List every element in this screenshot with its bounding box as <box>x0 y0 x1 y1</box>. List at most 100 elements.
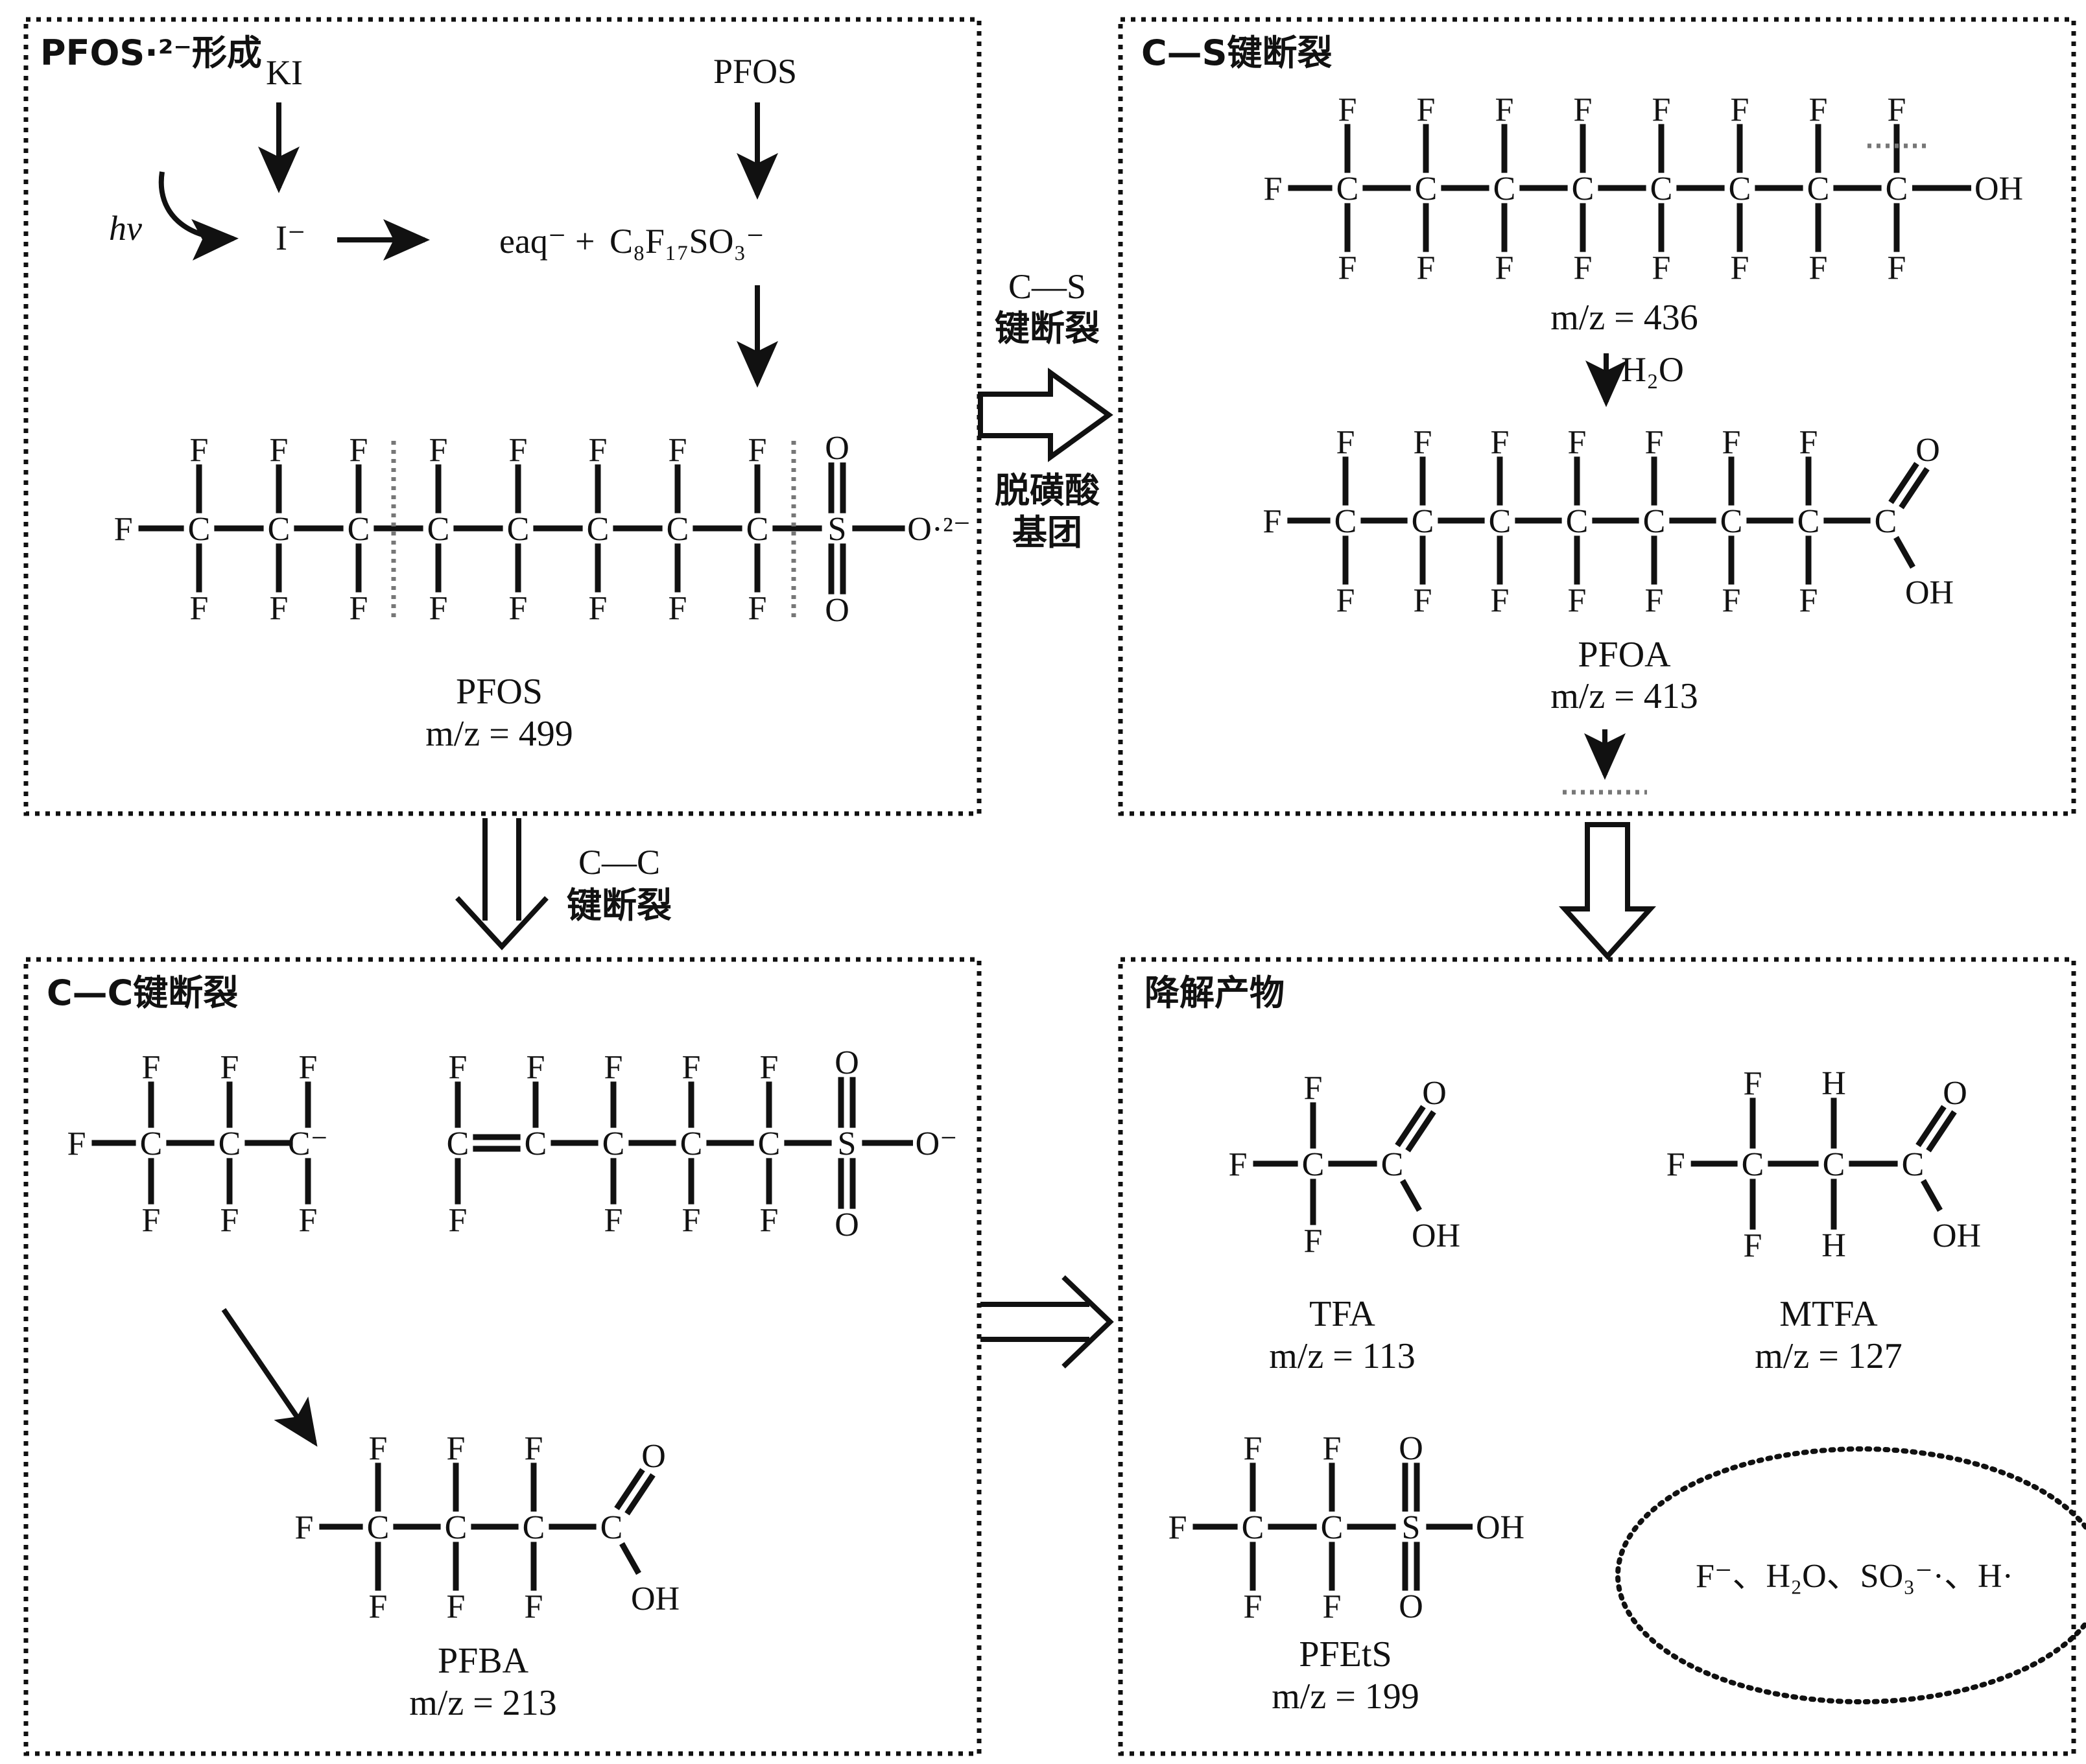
atom-f-terminal: F <box>1666 1146 1685 1183</box>
atom-c: C <box>1720 503 1743 540</box>
cc-arrow-label-1: C—C <box>578 843 660 882</box>
atom-f-top: F <box>604 1049 623 1086</box>
atom-f-bottom: F <box>449 1202 468 1239</box>
atom-f-top: F <box>350 432 368 469</box>
atom-c: C <box>1886 171 1908 207</box>
atom-f-bottom: F <box>682 1202 701 1239</box>
atom-c: C <box>587 511 610 548</box>
atom-f-top: F <box>1491 424 1510 461</box>
bond-c-oh <box>1400 1179 1422 1212</box>
atom-f-terminal: F <box>1262 503 1281 540</box>
atom-f-top: F <box>1417 91 1436 128</box>
pfos-name: PFOS <box>456 672 543 712</box>
atom-f-bottom: F <box>350 590 368 627</box>
atom-f-bottom: F <box>1645 582 1664 619</box>
atom-f-top: F <box>1888 91 1906 128</box>
panel-title-products: 降解产物 <box>1144 972 1285 1013</box>
bond-co-double <box>624 1473 656 1516</box>
atom-f-terminal: F <box>1264 171 1283 207</box>
atom-c: C <box>525 1125 547 1162</box>
tfa-mz: m/z = 113 <box>1269 1336 1415 1376</box>
arrow-to-pfba <box>221 1308 318 1447</box>
atom-f-bottom: F <box>429 590 448 627</box>
atom-f-top: F <box>220 1049 239 1086</box>
atom-f-bottom: F <box>220 1202 239 1239</box>
atom-o-top: O <box>835 1044 859 1081</box>
atom-f-terminal: F <box>67 1125 86 1162</box>
atom-c: C <box>1572 171 1594 207</box>
panel-products <box>1118 957 2076 1756</box>
atom-f-bottom: F <box>1799 582 1818 619</box>
atom-c: C <box>348 511 370 548</box>
h2o-label: H₂O <box>1621 350 1684 389</box>
atom-oh: OH <box>1974 171 2023 207</box>
pfets-name: PFEtS <box>1299 1634 1392 1675</box>
bond-c-oh <box>1893 535 1915 569</box>
bond-co-double <box>1395 1105 1426 1147</box>
atom-o-carbonyl: O <box>1915 432 1940 469</box>
atom-c: C <box>447 1125 469 1162</box>
pfets-mz: m/z = 199 <box>1272 1676 1419 1717</box>
atom-f-top: F <box>1799 424 1818 461</box>
atom-f-top: F <box>299 1049 318 1086</box>
atom-f-bottom: F <box>1722 582 1741 619</box>
atom-f-top: F <box>682 1049 701 1086</box>
atom-f-top: F <box>369 1430 388 1467</box>
panel-title-cc-cleavage: C—C键断裂 <box>47 972 238 1013</box>
double-arrow-right <box>980 1275 1114 1369</box>
pfoa-name: PFOA <box>1578 635 1671 675</box>
atom-h-bottom: H <box>1821 1227 1846 1264</box>
atom-oh: OH <box>1905 574 1954 611</box>
atom-c: C <box>1807 171 1830 207</box>
atom-f-bottom: F <box>1568 582 1587 619</box>
c7oh-mz: m/z = 436 <box>1550 298 1698 338</box>
atom-o-terminal: O⁻ <box>916 1125 958 1162</box>
atom-c: C <box>667 511 689 548</box>
atom-c: C <box>1643 503 1666 540</box>
bond-co-double <box>1915 1105 1947 1147</box>
atom-c: C <box>188 511 211 548</box>
atom-c: C <box>1489 503 1511 540</box>
pfba-mz: m/z = 213 <box>409 1683 557 1723</box>
atom-f-terminal: F <box>295 1509 314 1546</box>
byproducts-ellipse <box>1615 1446 2086 1704</box>
atom-f-bottom: F <box>1731 250 1749 287</box>
atom-f-top: F <box>748 432 767 469</box>
mtfa-name: MTFA <box>1779 1294 1878 1334</box>
atom-c: C <box>680 1125 703 1162</box>
atom-c: C <box>602 1125 625 1162</box>
atom-f-top: F <box>142 1049 161 1086</box>
atom-o-bottom: O <box>825 592 849 629</box>
atom-c: C <box>1566 503 1589 540</box>
atom-f-bottom: F <box>447 1588 466 1625</box>
atom-c: C <box>367 1509 390 1546</box>
cs-arrow-label-2: 键断裂 <box>995 308 1100 349</box>
atom-f-top: F <box>760 1049 779 1086</box>
panel-title-cs-cleavage: C—S键断裂 <box>1141 32 1333 73</box>
atom-oh: OH <box>631 1581 680 1617</box>
bond-co-double <box>1926 1110 1957 1153</box>
atom-c: C <box>1415 171 1438 207</box>
atom-f-top: F <box>1645 424 1664 461</box>
tfa-name: TFA <box>1309 1294 1375 1334</box>
eaq-label: eaq⁻ + <box>499 222 595 261</box>
atom-f-top: F <box>449 1049 468 1086</box>
atom-f-top: F <box>509 432 528 469</box>
byproducts-label: F⁻、H₂O、SO₃⁻·、H· <box>1696 1558 2013 1595</box>
atom-o-top: O <box>825 430 849 467</box>
atom-f-bottom: F <box>270 590 289 627</box>
atom-f-bottom: F <box>604 1202 623 1239</box>
atom-c: C <box>1742 1146 1764 1183</box>
atom-f-top: F <box>429 432 448 469</box>
atom-f-bottom: F <box>190 590 209 627</box>
panel-title-pfos-formation: PFOS·²⁻形成 <box>40 32 262 73</box>
atom-c: C <box>1334 503 1357 540</box>
double-arrow-down <box>455 818 549 950</box>
atom-s: S <box>838 1125 857 1162</box>
